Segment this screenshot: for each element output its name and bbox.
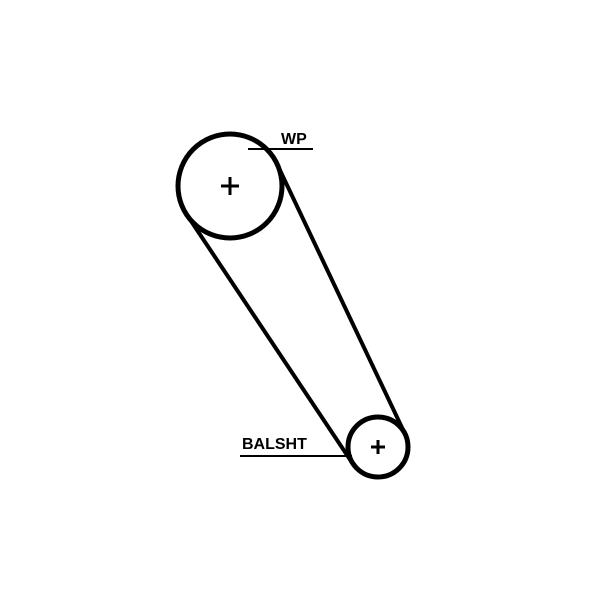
belt-left-line xyxy=(185,213,355,466)
wp-label: WP xyxy=(281,131,307,148)
balsht-center-cross xyxy=(371,440,385,454)
wp-center-cross xyxy=(221,177,239,195)
balsht-label: BALSHT xyxy=(242,436,307,453)
belt-right-line xyxy=(275,163,407,435)
